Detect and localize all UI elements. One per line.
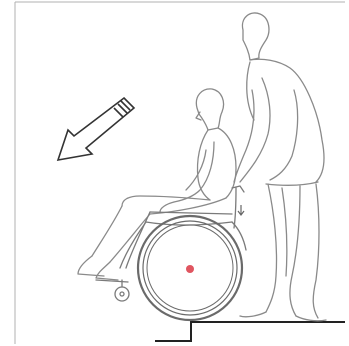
down-arrow bbox=[238, 205, 244, 215]
direction-arrow bbox=[58, 98, 134, 160]
wheel-hub bbox=[186, 265, 194, 273]
step-down bbox=[155, 322, 345, 341]
frame-lines bbox=[15, 2, 345, 344]
caregiver-figure bbox=[234, 13, 326, 321]
seated-person-figure bbox=[78, 89, 236, 280]
